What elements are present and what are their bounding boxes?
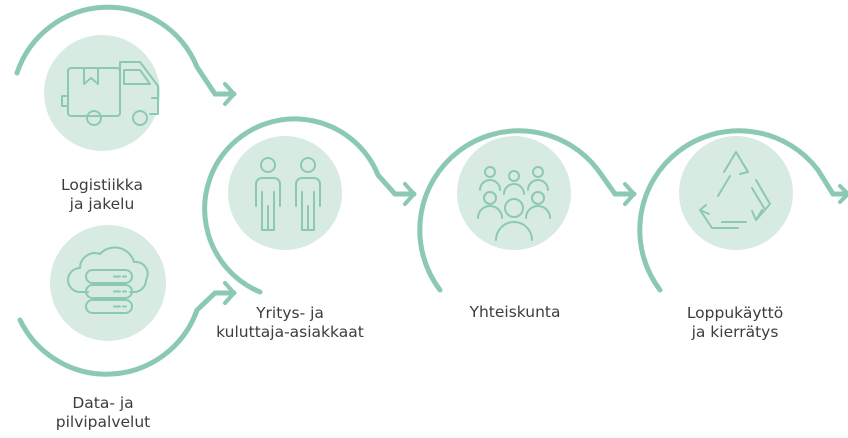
stage-end-use	[637, 128, 848, 293]
stage-society-arrowhead	[623, 182, 636, 206]
stage-customers-arrowhead	[403, 182, 416, 206]
stage-logistics-disc	[44, 35, 160, 151]
stage-end-use-arrowhead	[838, 184, 848, 204]
group-icon	[477, 166, 551, 241]
stage-customers-disc	[228, 136, 342, 250]
label-customers: Yritys- ja kuluttaja-asiakkaat	[205, 304, 375, 342]
truck-icon	[61, 61, 159, 126]
stage-logistics-arrowhead	[223, 82, 236, 106]
stage-logistics	[14, 4, 237, 151]
label-end-use: Loppukäyttö ja kierrätys	[680, 304, 790, 342]
stage-cloud	[17, 225, 237, 377]
two-people-icon	[255, 157, 321, 231]
label-customers-line-1: Yritys- ja	[256, 304, 324, 322]
recycle-icon	[699, 151, 771, 229]
stage-cloud-ring	[17, 290, 237, 377]
stage-society-disc	[457, 136, 571, 250]
stage-cloud-arrowhead	[223, 281, 236, 305]
label-cloud-line-2: pilvipalvelut	[55, 413, 151, 431]
label-cloud: Data- ja pilvipalvelut	[38, 394, 168, 432]
stage-customers	[202, 116, 417, 295]
stage-society-ring	[417, 128, 637, 293]
stage-logistics-ring	[14, 4, 237, 97]
label-end-use-line-2: ja kierrätys	[691, 323, 779, 341]
label-customers-line-2: kuluttaja-asiakkaat	[216, 323, 364, 341]
label-end-use-line-1: Loppukäyttö	[686, 304, 784, 322]
label-society: Yhteiskunta	[450, 303, 580, 322]
stage-customers-ring	[202, 116, 417, 295]
label-logistics-line-2: ja jakelu	[69, 195, 135, 213]
cloud-server-icon	[67, 246, 149, 314]
stage-society	[417, 128, 637, 293]
stage-end-use-ring	[637, 128, 848, 293]
label-cloud-line-1: Data- ja	[72, 394, 134, 412]
label-society-line-1: Yhteiskunta	[469, 303, 561, 321]
label-logistics-line-1: Logistiikka	[61, 176, 143, 194]
label-logistics: Logistiikka ja jakelu	[52, 176, 152, 214]
